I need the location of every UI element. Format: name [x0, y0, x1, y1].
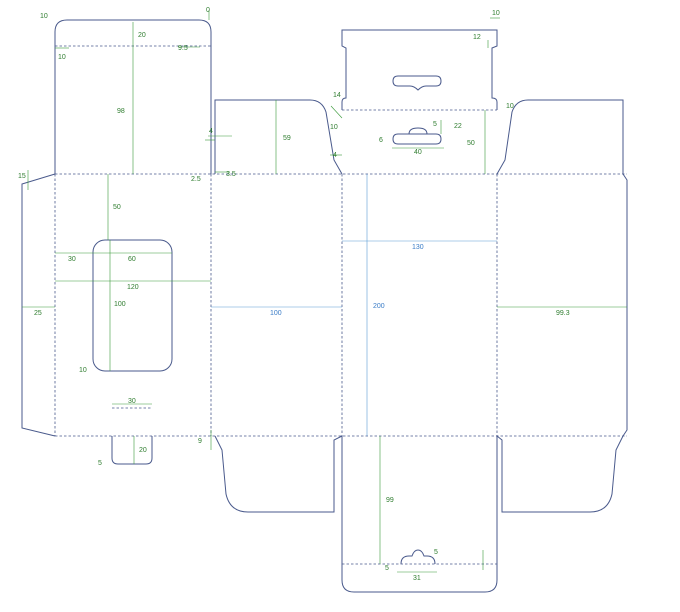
- dim-hang-12: 12: [473, 34, 481, 41]
- dim-hang-5: 5: [433, 121, 437, 128]
- dim-side-15: 15: [18, 173, 26, 180]
- dim-window-offset-30: 30: [68, 256, 76, 263]
- dim-dust-59: 59: [283, 135, 291, 142]
- dim-dust-4-bot: 4: [333, 152, 337, 159]
- dim-top-right-0: 0: [206, 7, 210, 14]
- dim-window-height-100: 100: [114, 301, 126, 308]
- bottom-notch: [400, 549, 436, 565]
- dimension-labels: 20 98 10 10 0 9.5 50 30 60 120 100 10 15…: [18, 7, 570, 582]
- dim-window-radius-10: 10: [79, 367, 87, 374]
- dim-bottom-99: 99: [386, 497, 394, 504]
- dim-hang-22: 22: [454, 123, 462, 130]
- dim-window-width-60: 60: [128, 256, 136, 263]
- dim-glue-25: 25: [34, 310, 42, 317]
- dim-hang-10-right: 10: [506, 103, 514, 110]
- dim-dust-10-left: 10: [330, 124, 338, 131]
- dim-dust-4-top: 4: [209, 128, 213, 135]
- dim-corner-3-5: 3.5: [226, 171, 236, 178]
- dim-height-200: 200: [373, 303, 385, 310]
- dim-hang-6: 6: [379, 137, 383, 144]
- fold-lines: [54, 45, 627, 565]
- dim-hang-40: 40: [414, 149, 422, 156]
- green-dimensions: [22, 10, 627, 573]
- blue-dimensions: [211, 174, 497, 436]
- dim-top-small-10: 10: [58, 54, 66, 61]
- dim-top-left-radius: 10: [40, 13, 48, 20]
- dim-notch-31: 31: [413, 575, 421, 582]
- euro-hole-lower: [392, 127, 442, 145]
- dim-bottom-flap-30: 30: [128, 398, 136, 405]
- dim-notch-5-left: 5: [385, 565, 389, 572]
- dim-front-width-130: 130: [412, 244, 424, 251]
- dim-bottom-9: 9: [198, 438, 202, 445]
- dim-side-50: 50: [113, 204, 121, 211]
- dim-top-flap-9-5: 9.5: [178, 45, 188, 52]
- dim-corner-2-5: 2.5: [191, 176, 201, 183]
- euro-hole-top: [392, 75, 442, 91]
- dim-panel-width-120: 120: [127, 284, 139, 291]
- dim-hang-50: 50: [467, 140, 475, 147]
- dim-side-panel-100: 100: [270, 310, 282, 317]
- dim-bottom-flap-20: 20: [139, 447, 147, 454]
- dim-dust-14: 14: [333, 92, 341, 99]
- window-cutout: [92, 239, 173, 372]
- dim-hang-10-top: 10: [492, 10, 500, 17]
- dim-top-tuck-width: 20: [138, 32, 146, 39]
- dim-back-99-3: 99.3: [556, 310, 570, 317]
- dim-notch-5: 5: [434, 549, 438, 556]
- cut-outline: [21, 19, 628, 593]
- dim-bottom-flap-5: 5: [98, 460, 102, 467]
- dim-top-tuck-depth: 98: [117, 108, 125, 115]
